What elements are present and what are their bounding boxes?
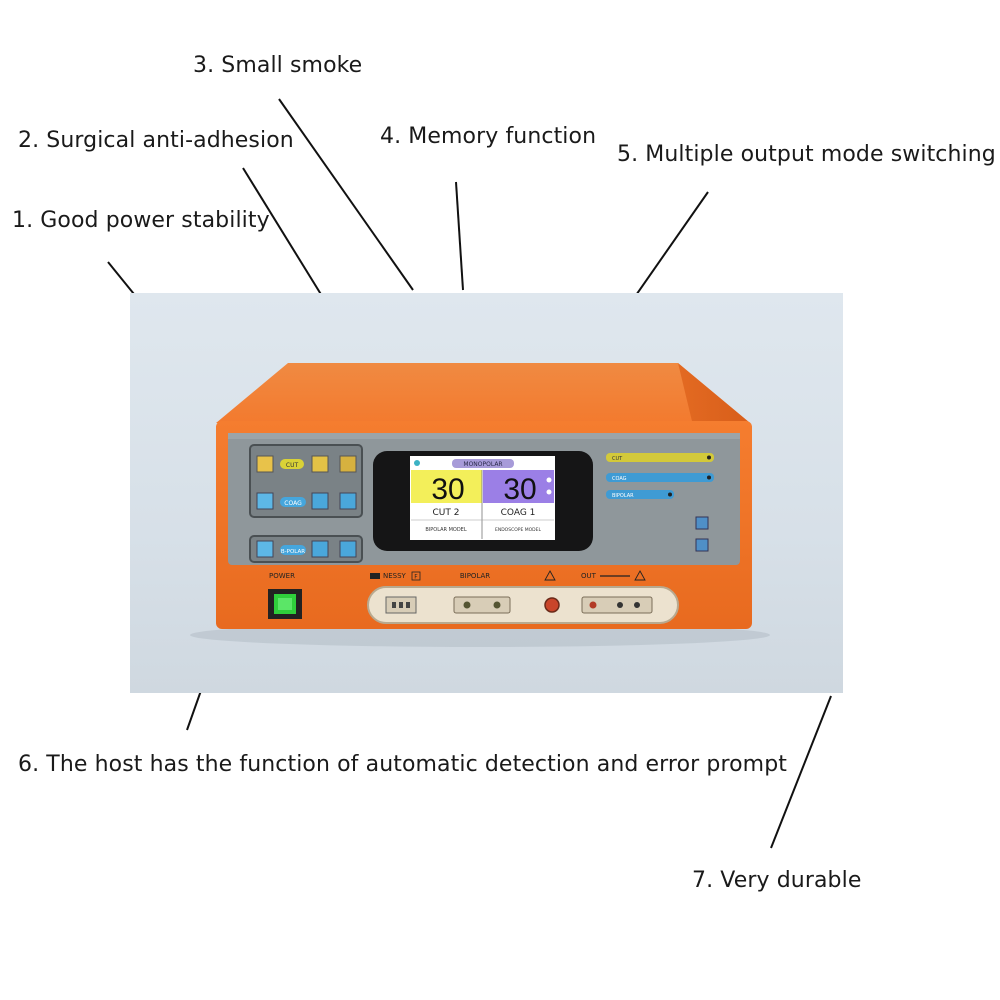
bipolar-indicator-label: BIPOLAR: [612, 493, 634, 499]
callout-very-durable: 7. Very durable: [692, 868, 862, 893]
callout-output-mode-switching: 5. Multiple output mode switching: [617, 142, 996, 167]
device-photo: CUT COAG B-POLAR MONOPOLAR 30 30 CUT 2 C…: [130, 293, 843, 693]
screen-right-label: COAG 1: [501, 508, 536, 518]
bipolar-label: B-POLAR: [281, 549, 305, 555]
power-label: POWER: [269, 572, 295, 580]
screen-left-label: CUT 2: [433, 508, 460, 518]
coag-indicator: [606, 473, 714, 482]
screen-left-value: 30: [431, 473, 464, 506]
screen-right-pane: [483, 470, 554, 503]
screen-mode: MONOPOLAR: [463, 461, 502, 468]
connector-panel: [367, 586, 679, 624]
coag-mode-button: [256, 492, 274, 510]
nessy-box-label: F: [414, 574, 418, 581]
bipolar-up-button: [311, 540, 329, 558]
leader-line-1: [107, 261, 139, 300]
callout-automatic-detection: 6. The host has the function of automati…: [18, 752, 788, 777]
monopolar-port: [544, 597, 560, 613]
left-button-group: [249, 444, 363, 518]
bipolar-indicator: [606, 490, 674, 499]
cut-indicator-label: CUT: [612, 456, 623, 462]
leader-line-5: [633, 191, 709, 299]
cut-up-button: [311, 455, 329, 473]
callout-anti-adhesion: 2. Surgical anti-adhesion: [18, 128, 294, 153]
coag-label: COAG: [284, 500, 302, 507]
bipolar-port: [453, 596, 511, 614]
bipolar-down-button: [339, 540, 357, 558]
coag-down-button: [339, 492, 357, 510]
memory-button: [695, 516, 709, 530]
coag-indicator-label: COAG: [612, 476, 627, 482]
cut-down-button: [339, 455, 357, 473]
screen-right-model: ENDOSCOPE MODEL: [495, 527, 541, 533]
bipolar-mode-button: [256, 540, 274, 558]
screen-left-pane: [411, 470, 482, 503]
screen-left-model: BIPOLAR MODEL: [425, 527, 466, 533]
cut-label: CUT: [286, 462, 299, 469]
out-label: OUT: [581, 572, 597, 580]
electrosurgical-unit: CUT COAG B-POLAR MONOPOLAR 30 30 CUT 2 C…: [190, 363, 770, 647]
coag-up-button: [311, 492, 329, 510]
leader-line-7: [770, 695, 832, 849]
callout-memory-function: 4. Memory function: [380, 124, 597, 149]
leader-line-2: [242, 167, 323, 297]
screen-right-value: 30: [503, 473, 536, 506]
callout-small-smoke: 3. Small smoke: [193, 53, 363, 78]
nessy-label: NESSY: [383, 572, 407, 580]
leader-line-3: [278, 98, 414, 291]
callout-power-stability: 1. Good power stability: [12, 208, 270, 233]
settings-button: [695, 538, 709, 552]
leader-line-4: [455, 181, 464, 291]
cut-mode-button: [256, 455, 274, 473]
bipolar-port-label: BIPOLAR: [460, 572, 490, 580]
cut-indicator: [606, 453, 714, 462]
housing-top: [216, 363, 750, 423]
